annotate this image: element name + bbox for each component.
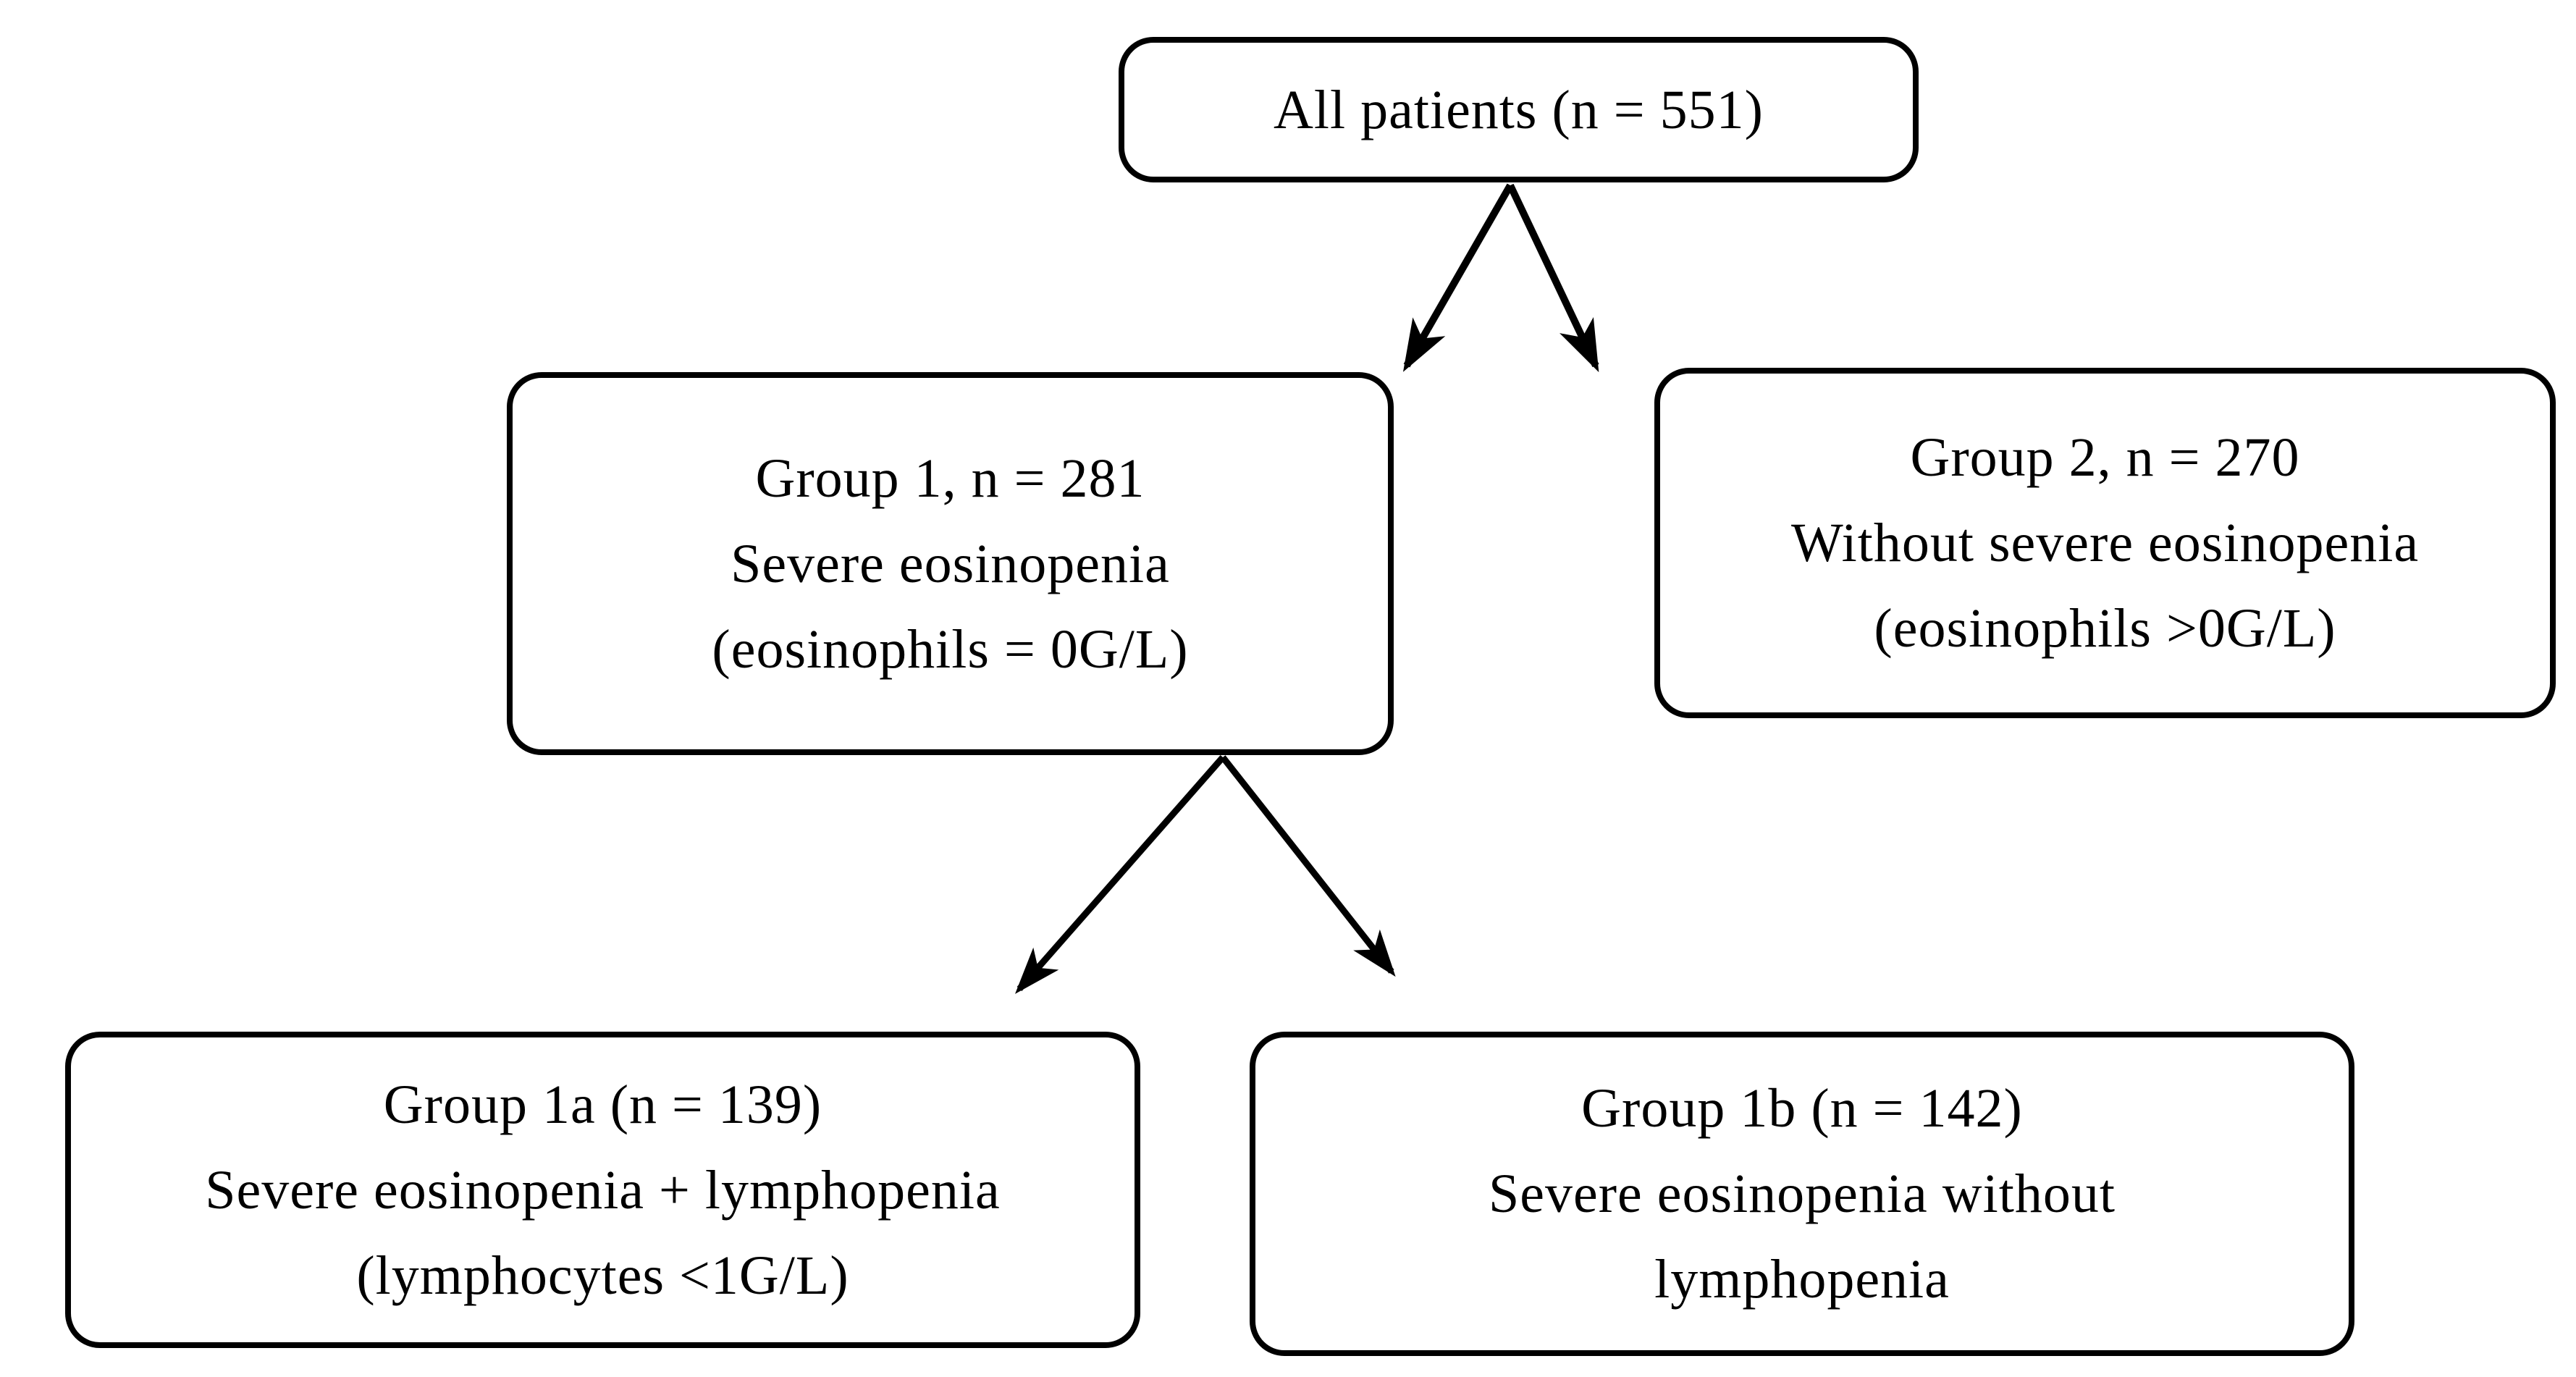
arrow-group1-to-group1a xyxy=(1015,755,1226,994)
node-group1-line1: Group 1, n = 281 xyxy=(755,447,1145,509)
node-all-patients: All patients (n = 551) xyxy=(1119,37,1919,182)
node-group2-line1: Group 2, n = 270 xyxy=(1910,427,2300,488)
node-group1b-line1: Group 1b (n = 142) xyxy=(1581,1078,2023,1139)
node-group1-line3: (eosinophils = 0G/L) xyxy=(712,618,1189,680)
node-group1a-line2: Severe eosinopenia + lymphopenia xyxy=(205,1159,1001,1221)
arrow-all-patients-to-group1 xyxy=(1402,183,1514,372)
node-group2: Group 2, n = 270 Without severe eosinope… xyxy=(1654,368,2556,718)
node-group1-line2: Severe eosinopenia xyxy=(731,533,1170,594)
node-group1a: Group 1a (n = 139) Severe eosinopenia + … xyxy=(65,1032,1140,1348)
arrow-group1-to-group1b xyxy=(1220,755,1396,977)
node-all-patients-line1: All patients (n = 551) xyxy=(1274,79,1764,140)
node-group2-line3: (eosinophils >0G/L) xyxy=(1874,598,2336,659)
node-group1b: Group 1b (n = 142) Severe eosinopenia wi… xyxy=(1250,1032,2354,1356)
node-group2-line2: Without severe eosinopenia xyxy=(1790,513,2420,573)
node-group1: Group 1, n = 281 Severe eosinopenia (eos… xyxy=(507,372,1394,755)
node-group1a-line3: (lymphocytes <1G/L) xyxy=(356,1245,849,1306)
node-group1a-line1: Group 1a (n = 139) xyxy=(383,1074,822,1135)
node-group1b-line2: Severe eosinopenia without xyxy=(1488,1163,2116,1224)
node-group1b-line3: lymphopenia xyxy=(1654,1249,1950,1310)
arrow-all-patients-to-group2 xyxy=(1507,183,1599,373)
